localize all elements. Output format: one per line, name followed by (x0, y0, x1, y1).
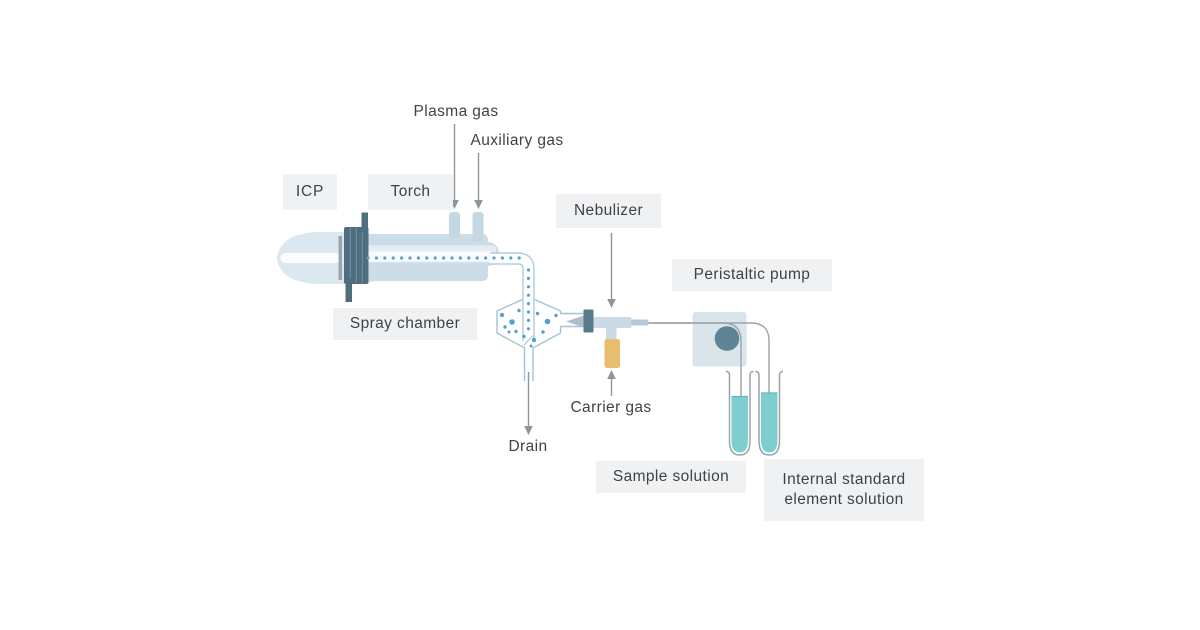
plasma-flame-core (280, 253, 341, 263)
aerosol-dot (509, 256, 513, 260)
label-carrier-gas: Carrier gas (570, 399, 652, 416)
aerosol-dot (554, 313, 558, 318)
label-peristaltic-pump: Peristaltic pump (672, 259, 832, 291)
aerosol-dot (526, 327, 531, 331)
aerosol-dot (442, 256, 446, 260)
auxiliary-gas-arrow (474, 153, 483, 209)
label-sample-solution: Sample solution (596, 461, 746, 493)
torch-assembly (277, 212, 499, 302)
aerosol-dot (492, 256, 496, 260)
torch-end-plate (338, 236, 342, 280)
aerosol-dot (535, 311, 540, 316)
aerosol-dot (425, 256, 429, 260)
nebulizer-arrow (607, 233, 616, 308)
aerosol-dot (408, 256, 412, 260)
aerosol-dot (544, 318, 551, 325)
pump-roller (714, 326, 740, 351)
label-icp: ICP (283, 174, 337, 210)
aerosol-dot (526, 268, 531, 272)
label-torch: Torch (368, 174, 453, 210)
label-drain: Drain (508, 438, 548, 455)
label-plasma-gas: Plasma gas (413, 103, 499, 120)
aerosol-dot (541, 330, 545, 334)
coil-turn-gaps (349, 228, 363, 283)
aerosol-dot (526, 285, 531, 289)
aerosol-dot (366, 256, 370, 260)
aerosol-dot (531, 337, 537, 343)
aerosol-dot (475, 256, 479, 260)
nebulizer-holder (583, 309, 594, 333)
internal-standard-tube-line (648, 322, 770, 394)
label-spray-chamber: Spray chamber (333, 308, 477, 340)
aerosol-dot (514, 329, 518, 334)
nebulizer-narrow-joint (631, 319, 649, 326)
aerosol-dot (391, 256, 395, 260)
tube-glass (725, 370, 784, 456)
pump-assembly (648, 312, 770, 397)
label-auxiliary-gas: Auxiliary gas (470, 132, 564, 149)
aerosol-dot (529, 344, 533, 348)
aerosol-dot (467, 256, 471, 260)
aerosol-dot (484, 256, 488, 260)
label-nebulizer: Nebulizer (556, 194, 661, 228)
sample-liquid (731, 396, 748, 453)
coil-lead-bottom (345, 278, 352, 302)
carrier-gas-inlet (604, 339, 620, 368)
spray-chamber-shape (496, 298, 584, 381)
aerosol-dot (499, 312, 505, 318)
nebulizer-t-stub (606, 328, 617, 340)
aerosol-dot (503, 325, 507, 329)
drain-arrow (524, 372, 533, 435)
aerosol-dot (450, 256, 454, 260)
aerosol-dot (433, 256, 437, 260)
pump-tubing (648, 322, 770, 397)
carrier-gas-arrow (607, 370, 616, 396)
liquid-surfaces (731, 392, 778, 398)
aerosol-dot (526, 276, 531, 280)
nebulizer-tip (566, 315, 584, 328)
aerosol-dots (366, 256, 558, 348)
internal-standard-test-tube (755, 370, 784, 456)
coil-lead-top (361, 212, 368, 233)
aerosol-dot (517, 256, 521, 260)
aerosol-dot (458, 256, 462, 260)
aerosol-dot (526, 293, 531, 297)
label-internal-standard: Internal standard element solution (764, 459, 924, 521)
aerosol-dot (517, 308, 521, 313)
aerosol-dot (383, 256, 387, 260)
sample-test-tube (725, 370, 754, 456)
aerosol-dot (522, 334, 526, 339)
torch-core-stripe (346, 251, 494, 262)
aerosol-dot (416, 256, 420, 260)
aerosol-dot (526, 318, 531, 322)
aerosol-dot (374, 256, 378, 260)
aerosol-dot (400, 256, 404, 260)
aerosol-dot (526, 310, 531, 314)
nebulizer-body (593, 317, 632, 328)
plasma-gas-inlet-stub (449, 212, 460, 238)
aerosol-dot (526, 302, 531, 306)
internal-standard-liquid (761, 392, 778, 453)
nebulizer-assembly (566, 309, 649, 368)
aerosol-dot (507, 330, 511, 334)
aerosol-dot (500, 256, 504, 260)
auxiliary-gas-inlet-stub (472, 212, 484, 242)
test-tubes (725, 370, 784, 456)
aerosol-dot (509, 319, 515, 325)
